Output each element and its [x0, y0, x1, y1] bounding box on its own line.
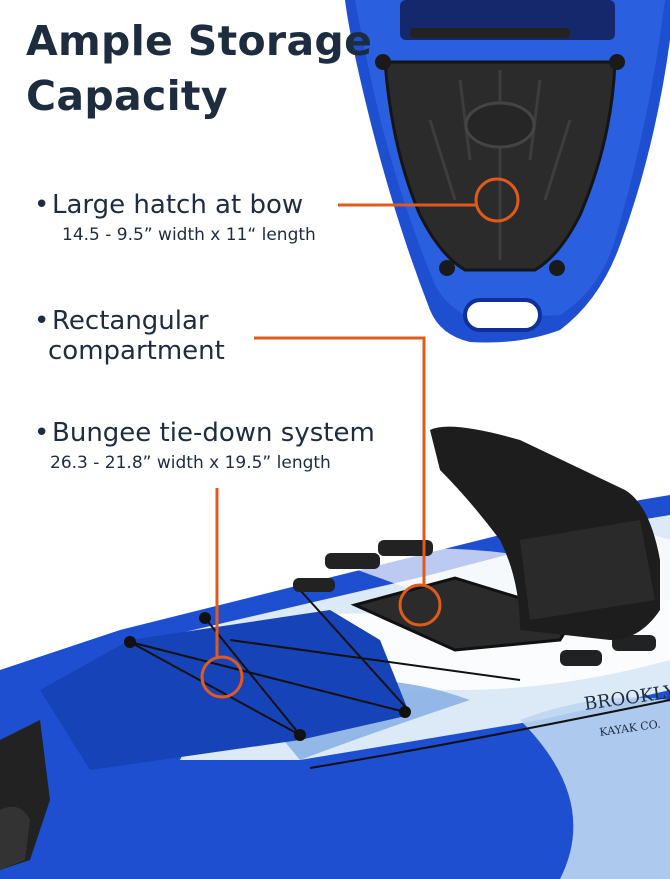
feature-bow-hatch-label: Large hatch at bow — [52, 190, 304, 220]
callout-circle-bow-hatch — [474, 177, 520, 223]
feature-bungee-system: •Bungee tie-down system 26.3 - 21.8” wid… — [34, 418, 375, 474]
callout-line-rectangular — [254, 336, 426, 586]
feature-rectangular-compartment: •Rectangular compartment — [34, 306, 225, 366]
bow-top-view — [345, 0, 670, 343]
callout-lines — [200, 177, 520, 699]
carry-handle — [463, 298, 542, 332]
feature-bungee-dimensions: 26.3 - 21.8” width x 19.5” length — [50, 453, 331, 473]
bullet-icon: • — [34, 306, 50, 336]
feature-rectangular-label-line-1: Rectangular — [52, 306, 209, 336]
page-title-line-2: Capacity — [26, 72, 228, 120]
page-title: Ample Storage Capacity — [26, 14, 372, 124]
page-title-line-1: Ample Storage — [26, 17, 373, 65]
hatch-logo — [464, 101, 536, 149]
callout-circle-rectangular — [398, 583, 442, 627]
feature-bungee-label: Bungee tie-down system — [52, 418, 375, 448]
feature-rectangular-label-line-2: compartment — [48, 336, 225, 366]
feature-bow-hatch-dimensions: 14.5 - 9.5” width x 11“ length — [62, 225, 316, 245]
callout-circle-bungee — [200, 655, 244, 699]
bullet-icon: • — [34, 418, 50, 448]
bullet-icon: • — [34, 190, 50, 220]
deck-perspective-view: BROOKLYN KAYAK CO. — [0, 426, 670, 879]
feature-bow-hatch: •Large hatch at bow 14.5 - 9.5” width x … — [34, 190, 316, 246]
